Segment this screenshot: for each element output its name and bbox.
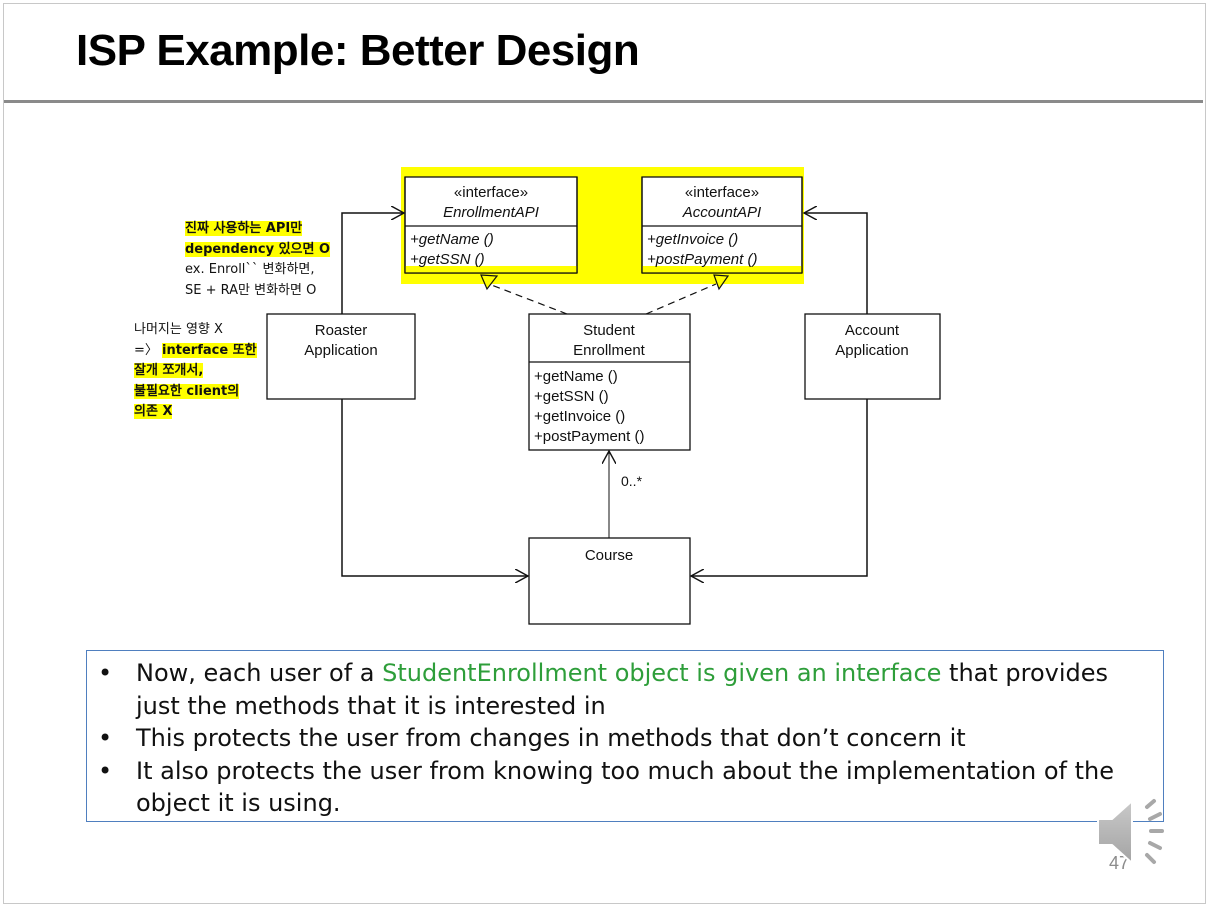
interface-stereotype: «interface» bbox=[685, 184, 759, 201]
class-method: +getInvoice () bbox=[534, 408, 625, 425]
class-account-application[interactable]: Account Application bbox=[804, 313, 941, 400]
realization-enrollment-api bbox=[480, 274, 568, 315]
interface-method: +getName () bbox=[410, 231, 494, 248]
page-number: 47 bbox=[1109, 853, 1130, 873]
interface-name: AccountAPI bbox=[682, 204, 761, 221]
note-line-highlighted: interface 또한 bbox=[162, 342, 257, 358]
class-name-line: Enrollment bbox=[573, 342, 646, 359]
note-line: 나머지는 영향 X bbox=[134, 322, 223, 337]
class-name-line: Application bbox=[304, 342, 377, 359]
class-course[interactable]: Course bbox=[528, 537, 691, 625]
class-student-enrollment[interactable]: Student Enrollment +getName () +getSSN (… bbox=[528, 313, 691, 451]
class-name-line: Student bbox=[583, 322, 636, 339]
class-name-line: Application bbox=[835, 342, 908, 359]
bullet-item: • Now, each user of a StudentEnrollment … bbox=[98, 657, 1158, 722]
class-name: Course bbox=[585, 547, 633, 564]
bullet-text: Now, each user of a bbox=[136, 659, 383, 687]
title-divider bbox=[4, 100, 1203, 103]
bullet-text: It also protects the user from knowing t… bbox=[136, 756, 1114, 818]
bullet-highlight-text: StudentEnrollment object is given an int… bbox=[382, 659, 942, 687]
note-line-highlighted: 잘개 쪼개서, bbox=[134, 363, 204, 378]
association-roaster-to-course bbox=[341, 399, 528, 576]
note-line: ex. Enroll`` 변화하면, bbox=[185, 262, 315, 277]
class-name-line: Roaster bbox=[315, 322, 368, 339]
interface-name: EnrollmentAPI bbox=[443, 204, 539, 221]
realization-account-api bbox=[645, 274, 730, 315]
bullet-dot: • bbox=[98, 756, 113, 785]
interface-stereotype: «interface» bbox=[454, 184, 528, 201]
interface-method: +getSSN () bbox=[410, 251, 485, 268]
bullet-text-box bbox=[86, 650, 1164, 822]
class-method: +getSSN () bbox=[534, 388, 609, 405]
note-line-highlighted: 불필요한 client의 bbox=[134, 383, 240, 399]
bullet-item: • It also protects the user from knowing… bbox=[98, 755, 1158, 820]
class-roaster-application[interactable]: Roaster Application bbox=[266, 313, 416, 400]
association-account-to-course bbox=[691, 399, 868, 576]
note-line-highlighted: 진짜 사용하는 API만 bbox=[185, 221, 303, 236]
interface-method: +postPayment () bbox=[647, 251, 757, 268]
interface-account-api[interactable]: «interface» AccountAPI +getInvoice () +p… bbox=[641, 176, 803, 274]
bullet-dot: • bbox=[98, 659, 113, 687]
bullet-list: • Now, each user of a StudentEnrollment … bbox=[98, 657, 1158, 820]
dependency-roaster-to-enrollment-api bbox=[341, 213, 404, 314]
bullet-text: that provides just the methods that it i… bbox=[136, 659, 1109, 720]
class-name-line: Account bbox=[845, 322, 900, 339]
dependency-account-to-account-api bbox=[804, 213, 868, 314]
multiplicity-label: 0..* bbox=[621, 473, 643, 489]
class-method: +postPayment () bbox=[534, 428, 644, 445]
note-line-highlighted: 의존 X bbox=[134, 404, 173, 419]
bullet-text: This protects the user from changes in m… bbox=[136, 724, 966, 752]
interface-method: +getInvoice () bbox=[647, 231, 738, 248]
speaker-icon[interactable] bbox=[1094, 797, 1174, 869]
note-line: SE + RA만 변화하면 O bbox=[185, 282, 317, 298]
annotation-note-isp: 나머지는 영향 X =〉 interface 또한 잘개 쪼개서, 불필요한 c… bbox=[134, 320, 257, 423]
interface-enrollment-api[interactable]: «interface» EnrollmentAPI +getName () +g… bbox=[404, 176, 578, 274]
bullet-item: • This protects the user from changes in… bbox=[98, 722, 1158, 755]
annotation-note-dependency: 진짜 사용하는 API만 dependency 있으면 O ex. Enroll… bbox=[185, 219, 331, 301]
bullet-dot: • bbox=[98, 724, 113, 752]
slide-title: ISP Example: Better Design bbox=[76, 26, 640, 75]
class-method: +getName () bbox=[534, 368, 618, 385]
note-line-highlighted: dependency 있으면 O bbox=[185, 241, 331, 257]
note-arrow: =〉 bbox=[134, 342, 158, 358]
